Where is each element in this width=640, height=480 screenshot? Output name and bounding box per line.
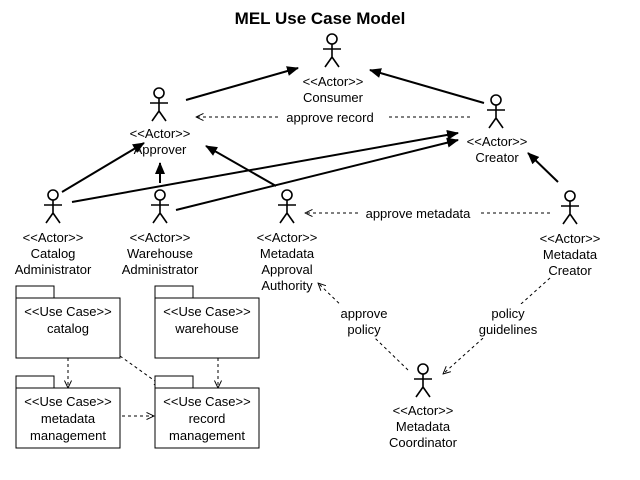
use-case-record-management-stereotype: <<Use Case>> <box>163 394 250 409</box>
use-case-catalog-name: catalog <box>47 321 89 336</box>
actor-metadata-creator-name-2: Creator <box>548 263 592 278</box>
actor-metadata-approval-authority <box>278 189 296 224</box>
actor-creator-name: Creator <box>475 150 519 165</box>
actor-metadata-coordinator-icon <box>417 363 429 375</box>
actor-catalog-administrator-icon <box>47 189 59 201</box>
use-case-warehouse-stereotype: <<Use Case>> <box>163 304 250 319</box>
label-approve-policy-1: approve <box>341 306 388 321</box>
label-approve-policy-2: policy <box>347 322 381 337</box>
actor-creator-stereotype: <<Actor>> <box>467 134 528 149</box>
actor-catalog-administrator <box>44 189 62 224</box>
use-case-metadata-management: <<Use Case>> metadata management <box>15 375 121 449</box>
actor-metadata-creator <box>561 190 579 225</box>
actor-metadata-creator-stereotype: <<Actor>> <box>540 231 601 246</box>
actor-approver-name: Approver <box>134 142 187 157</box>
label-policy-guidelines-1: policy <box>491 306 525 321</box>
arrow-warehouse-admin-to-creator <box>175 137 459 211</box>
actor-metadata-approval-authority-name-1: Metadata <box>260 246 315 261</box>
label-policy-guidelines-2: guidelines <box>479 322 538 337</box>
actor-metadata-approval-authority-name-3: Authority <box>261 278 313 293</box>
arrow-approver-to-consumer <box>185 66 299 101</box>
actor-metadata-approval-authority-icon <box>281 189 293 201</box>
diagram-title: MEL Use Case Model <box>235 9 406 28</box>
actor-warehouse-administrator-icon <box>154 189 166 201</box>
arrow-metadata-creator-to-creator <box>527 152 559 183</box>
actor-consumer <box>323 33 341 68</box>
package-body <box>15 387 121 449</box>
arrow-authority-to-approver <box>205 145 277 187</box>
use-case-warehouse-name: warehouse <box>174 321 239 336</box>
actor-approver-icon <box>153 87 165 99</box>
package-tab <box>154 375 194 389</box>
actor-warehouse-administrator-stereotype: <<Actor>> <box>130 230 191 245</box>
actor-warehouse-administrator <box>151 189 169 224</box>
actor-approver <box>150 87 168 122</box>
actor-metadata-creator-name-1: Metadata <box>543 247 598 262</box>
actor-catalog-administrator-name-2: Administrator <box>15 262 92 277</box>
use-case-metadata-management-name-2: management <box>30 428 106 443</box>
actor-consumer-icon <box>326 33 338 45</box>
actor-metadata-coordinator <box>414 363 432 398</box>
use-case-metadata-management-stereotype: <<Use Case>> <box>24 394 111 409</box>
actor-metadata-approval-authority-name-2: Approval <box>261 262 312 277</box>
package-body <box>154 297 260 359</box>
actor-metadata-approval-authority-stereotype: <<Actor>> <box>257 230 318 245</box>
actor-metadata-coordinator-stereotype: <<Actor>> <box>393 403 454 418</box>
actor-metadata-coordinator-name-2: Coordinator <box>389 435 458 450</box>
actor-approver-stereotype: <<Actor>> <box>130 126 191 141</box>
actor-consumer-stereotype: <<Actor>> <box>303 74 364 89</box>
actor-catalog-administrator-stereotype: <<Actor>> <box>23 230 84 245</box>
actor-metadata-coordinator-name-1: Metadata <box>396 419 451 434</box>
use-case-catalog-stereotype: <<Use Case>> <box>24 304 111 319</box>
actor-consumer-name: Consumer <box>303 90 364 105</box>
arrow-catalog-admin-to-approver <box>61 142 145 193</box>
use-case-warehouse: <<Use Case>> warehouse <box>154 285 260 359</box>
actor-creator <box>487 94 505 129</box>
arrow-catalog-admin-to-creator <box>71 130 459 203</box>
actor-catalog-administrator-name-1: Catalog <box>31 246 76 261</box>
use-case-record-management-name-2: management <box>169 428 245 443</box>
package-body <box>15 297 121 359</box>
package-tab <box>15 375 55 389</box>
use-case-record-management-name-1: record <box>189 411 226 426</box>
actor-metadata-creator-icon <box>564 190 576 202</box>
actor-warehouse-administrator-name-2: Administrator <box>122 262 199 277</box>
actor-warehouse-administrator-name-1: Warehouse <box>127 246 193 261</box>
use-case-catalog: <<Use Case>> catalog <box>15 285 121 359</box>
package-body <box>154 387 260 449</box>
use-case-metadata-management-name-1: metadata <box>41 411 96 426</box>
arrow-creator-to-consumer <box>369 68 485 104</box>
package-tab <box>15 285 55 299</box>
label-approve-metadata: approve metadata <box>366 206 472 221</box>
actor-creator-icon <box>490 94 502 106</box>
label-approve-record: approve record <box>286 110 373 125</box>
package-tab <box>154 285 194 299</box>
use-case-record-management: <<Use Case>> record management <box>154 375 260 449</box>
